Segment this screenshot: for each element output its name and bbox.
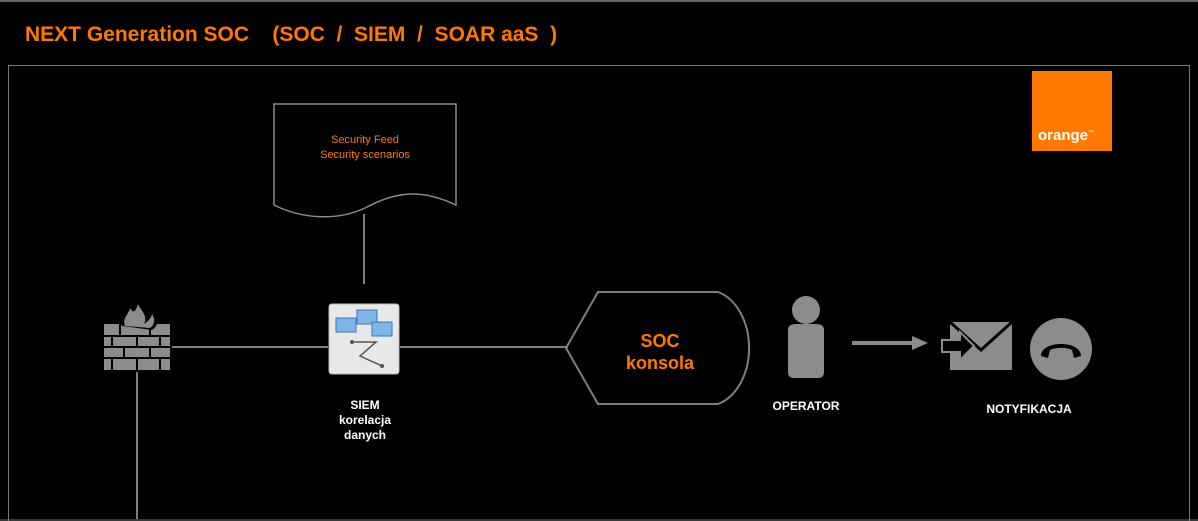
soc-console-label: SOC konsola <box>625 331 695 373</box>
firewall-icon <box>104 300 170 370</box>
orange-logo: orange™ <box>1032 71 1112 151</box>
security-feed-document <box>273 103 457 218</box>
page-title: NEXT Generation SOC (SOC / SIEM / SOAR a… <box>25 23 558 46</box>
soc-console-shape <box>564 291 751 405</box>
mail-icon <box>941 320 1014 370</box>
diagram-panel <box>8 65 1190 521</box>
notification-label: NOTYFIKACJA <box>986 402 1072 416</box>
siem-label: SIEM korelacja danych <box>338 398 392 442</box>
operator-person-icon <box>788 296 824 378</box>
siem-network-icon <box>328 303 400 375</box>
orange-logo-text: orange™ <box>1038 127 1095 144</box>
operator-label: OPERATOR <box>772 399 840 413</box>
arrow-head <box>912 336 928 350</box>
phone-icon <box>1030 318 1092 380</box>
security-feed-text: Security Feed Security scenarios <box>320 134 410 161</box>
